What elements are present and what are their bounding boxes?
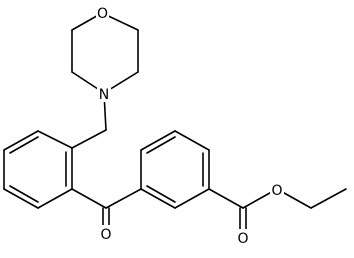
ester-ether-oxygen-label: O	[271, 183, 282, 199]
morpholine-ring	[71, 12, 139, 94]
left-benzene-ring	[3, 130, 73, 209]
ketone-oxygen-label: O	[100, 227, 111, 243]
ethyl-ester-group	[208, 188, 347, 233]
right-benzene-ring	[140, 130, 210, 209]
morpholine-nitrogen-label: N	[99, 87, 109, 103]
ester-carbonyl-oxygen-label: O	[237, 231, 248, 247]
morpholine-oxygen-label: O	[97, 6, 108, 22]
ketone-group	[71, 188, 142, 230]
